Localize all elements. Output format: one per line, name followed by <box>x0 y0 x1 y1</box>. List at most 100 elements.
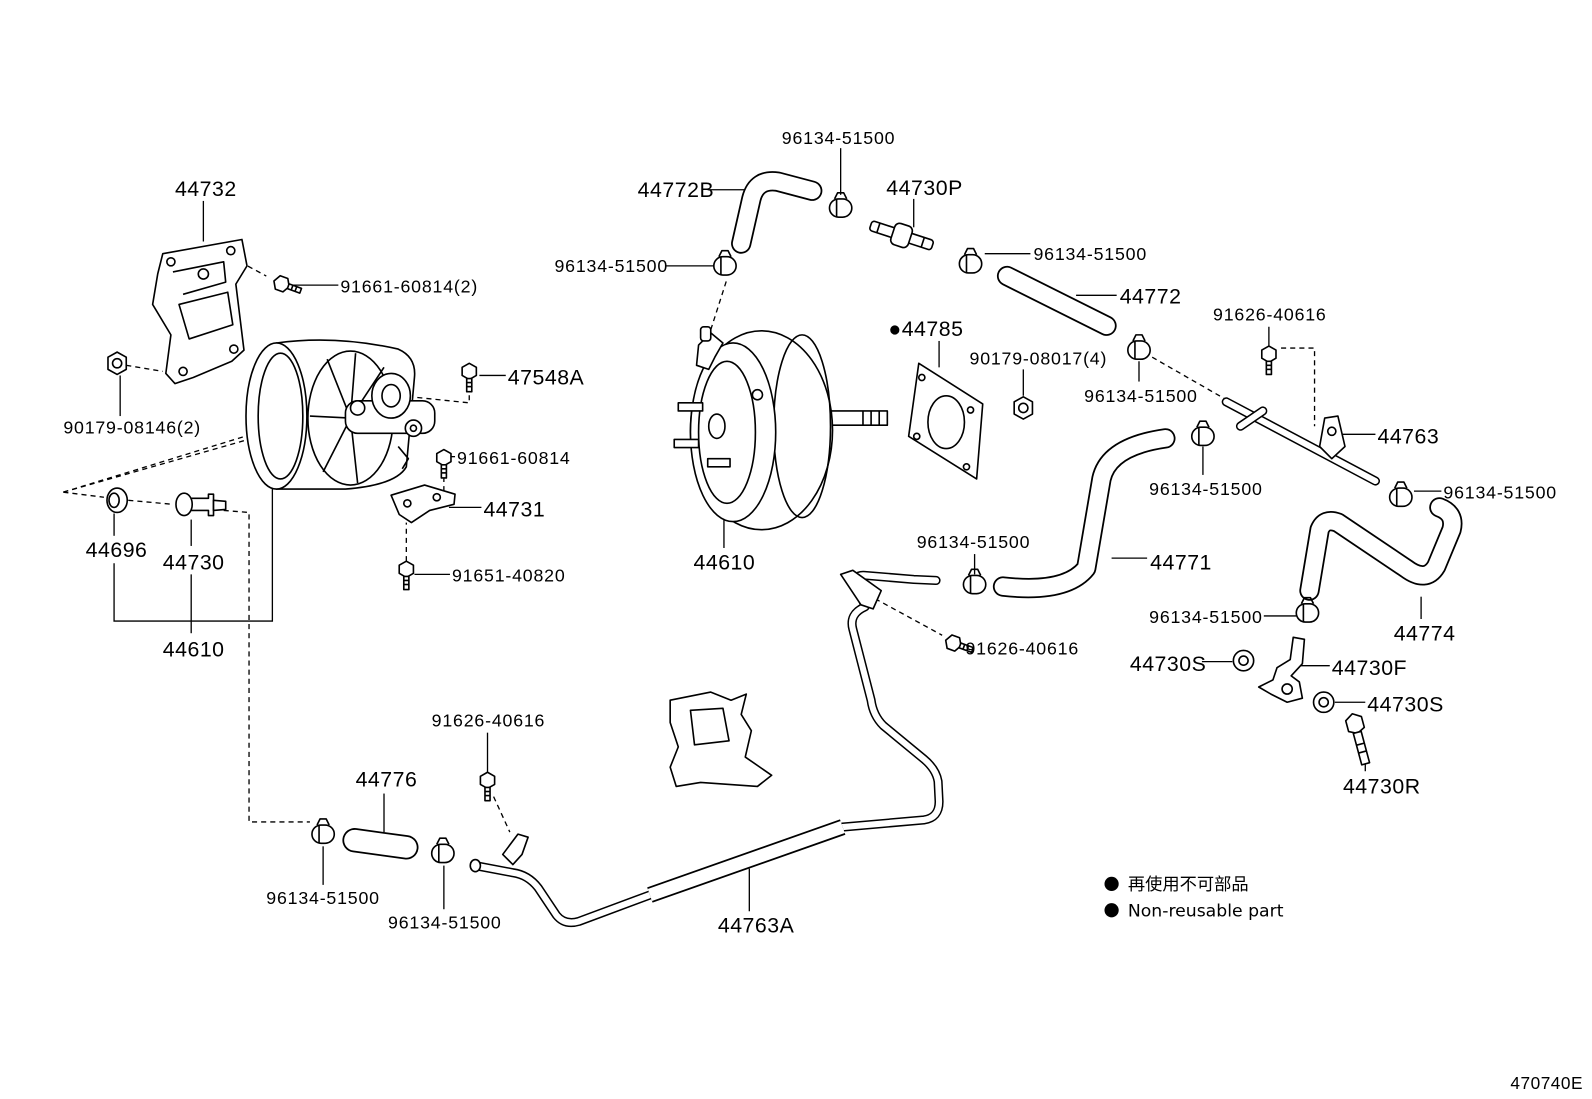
part-number-label: 44730S <box>1367 692 1443 716</box>
dashed-line <box>874 598 943 636</box>
pipe-bracket <box>1318 415 1346 460</box>
legend-bullet <box>1104 876 1119 891</box>
part-number-label: 44731 <box>483 498 545 522</box>
hose-clamp <box>958 247 983 274</box>
leader-line <box>113 485 274 622</box>
dashed-line <box>223 509 310 823</box>
part-number-label: 96134-51500 <box>266 888 380 908</box>
figure-id: 470740E <box>1510 1073 1583 1093</box>
part-number-label: 91626-40616 <box>1213 305 1327 325</box>
part-number-label: 47548A <box>508 366 585 390</box>
part-number-label: 91651-40820 <box>452 565 566 585</box>
check-valve-44730p <box>869 220 935 251</box>
hose-clamp <box>1127 334 1151 361</box>
part-number-label: 91626-40616 <box>432 711 546 731</box>
legend-label-jp: 再使用不可部品 <box>1128 874 1249 895</box>
brake-booster-assembly-side-view <box>245 339 436 490</box>
bolt <box>398 560 415 591</box>
part-number-label: 44771 <box>1150 550 1212 574</box>
part-number-label: 96134-51500 <box>1149 607 1263 627</box>
part-number-label: 91626-40616 <box>965 639 1079 659</box>
hose-clamp <box>1190 420 1215 447</box>
pipe-bracket <box>839 569 883 610</box>
part-number-label: 44730P <box>886 176 962 200</box>
part-labels: 96134-51500 44772B 44730P 44732 96134-51… <box>63 128 1557 938</box>
dashed-line <box>126 364 163 373</box>
part-number-label: 44696 <box>86 538 148 562</box>
hose-clamp <box>430 837 455 864</box>
union-bolt-44730r <box>1344 712 1371 766</box>
part-number-label: 91661-60814(2) <box>340 276 478 296</box>
part-number-label: 96134-51500 <box>554 256 668 276</box>
part-number-label: 96134-51500 <box>388 913 502 933</box>
union-44730f <box>1257 636 1306 704</box>
nut <box>107 351 128 376</box>
legend-label-en: Non-reusable part <box>1128 901 1284 921</box>
union-44730 <box>175 492 227 517</box>
hose-clamp <box>828 191 853 218</box>
bolt <box>461 362 478 393</box>
part-number-label: 44772B <box>638 178 714 202</box>
part-number-label: 90179-08017(4) <box>970 348 1108 368</box>
bolt <box>1260 345 1277 376</box>
part-number-label: 44763 <box>1377 424 1439 448</box>
part-number-label: 44730F <box>1332 656 1407 680</box>
legend-bullet <box>1104 903 1119 918</box>
part-number-label: 44730S <box>1130 652 1206 676</box>
bolt <box>435 448 452 479</box>
part-number-label: 44772 <box>1120 284 1182 308</box>
part-number-label: 44776 <box>356 767 418 791</box>
hose-clamp <box>311 818 336 845</box>
part-number-label: 44774 <box>1394 621 1456 645</box>
part-number-label: 96134-51500 <box>782 128 896 148</box>
nut <box>1013 395 1034 420</box>
dashed-line <box>1151 356 1229 402</box>
dashed-line <box>710 278 728 331</box>
part-number-label: 91661-60814 <box>457 448 571 468</box>
hose-44776 <box>342 828 419 860</box>
part-number-label: 96134-51500 <box>1033 244 1147 264</box>
mounting-stud <box>673 438 700 449</box>
hose-clamp <box>712 249 737 276</box>
dashed-line <box>492 796 511 833</box>
leader-lines <box>113 148 1442 912</box>
booster-bracket-44732 <box>151 238 248 385</box>
hose-44772b <box>731 171 823 254</box>
vacuum-pipe-44763 <box>1221 397 1381 486</box>
hose-clamp <box>1388 481 1413 508</box>
legend: 再使用不可部品 Non-reusable part <box>1104 874 1284 921</box>
mounting-stud <box>677 402 704 412</box>
part-number-label: 96134-51500 <box>1149 479 1263 499</box>
part-number-label: 96134-51500 <box>1084 386 1198 406</box>
grommet-44696 <box>106 487 129 514</box>
part-number-label: 44732 <box>175 177 237 201</box>
dashed-line <box>63 425 295 493</box>
part-number-label: 96134-51500 <box>917 532 1031 552</box>
dashed-line <box>128 499 173 505</box>
bracket-44731 <box>390 484 456 524</box>
hose-44772 <box>996 265 1117 336</box>
hose-44774 <box>1299 497 1463 601</box>
brake-booster-44610 <box>673 325 889 531</box>
part-number-label: 44610 <box>694 550 756 574</box>
part-number-label: 44730 <box>163 550 225 574</box>
pipe-bracket <box>501 833 529 866</box>
part-number-label: 44730R <box>1343 775 1421 799</box>
dashed-reference-lines <box>63 261 1316 833</box>
part-number-label: 90179-08146(2) <box>63 417 201 437</box>
gasket-44785 <box>907 362 984 480</box>
mounting-stud <box>706 457 731 468</box>
part-number-label: 44763A <box>718 914 795 938</box>
vacuum-pipe-44763a <box>469 569 944 928</box>
washer-44730s <box>1232 649 1255 672</box>
dashed-line <box>1281 347 1316 427</box>
part-number-label: 96134-51500 <box>1443 482 1557 502</box>
pipe-end <box>469 858 482 873</box>
dashed-line <box>63 491 105 498</box>
part-number-label: ●44785 <box>888 317 963 341</box>
bolt <box>270 273 304 299</box>
bolt <box>479 771 496 802</box>
hose-44771 <box>992 428 1176 599</box>
vehicle-locator-silhouette <box>669 691 773 788</box>
